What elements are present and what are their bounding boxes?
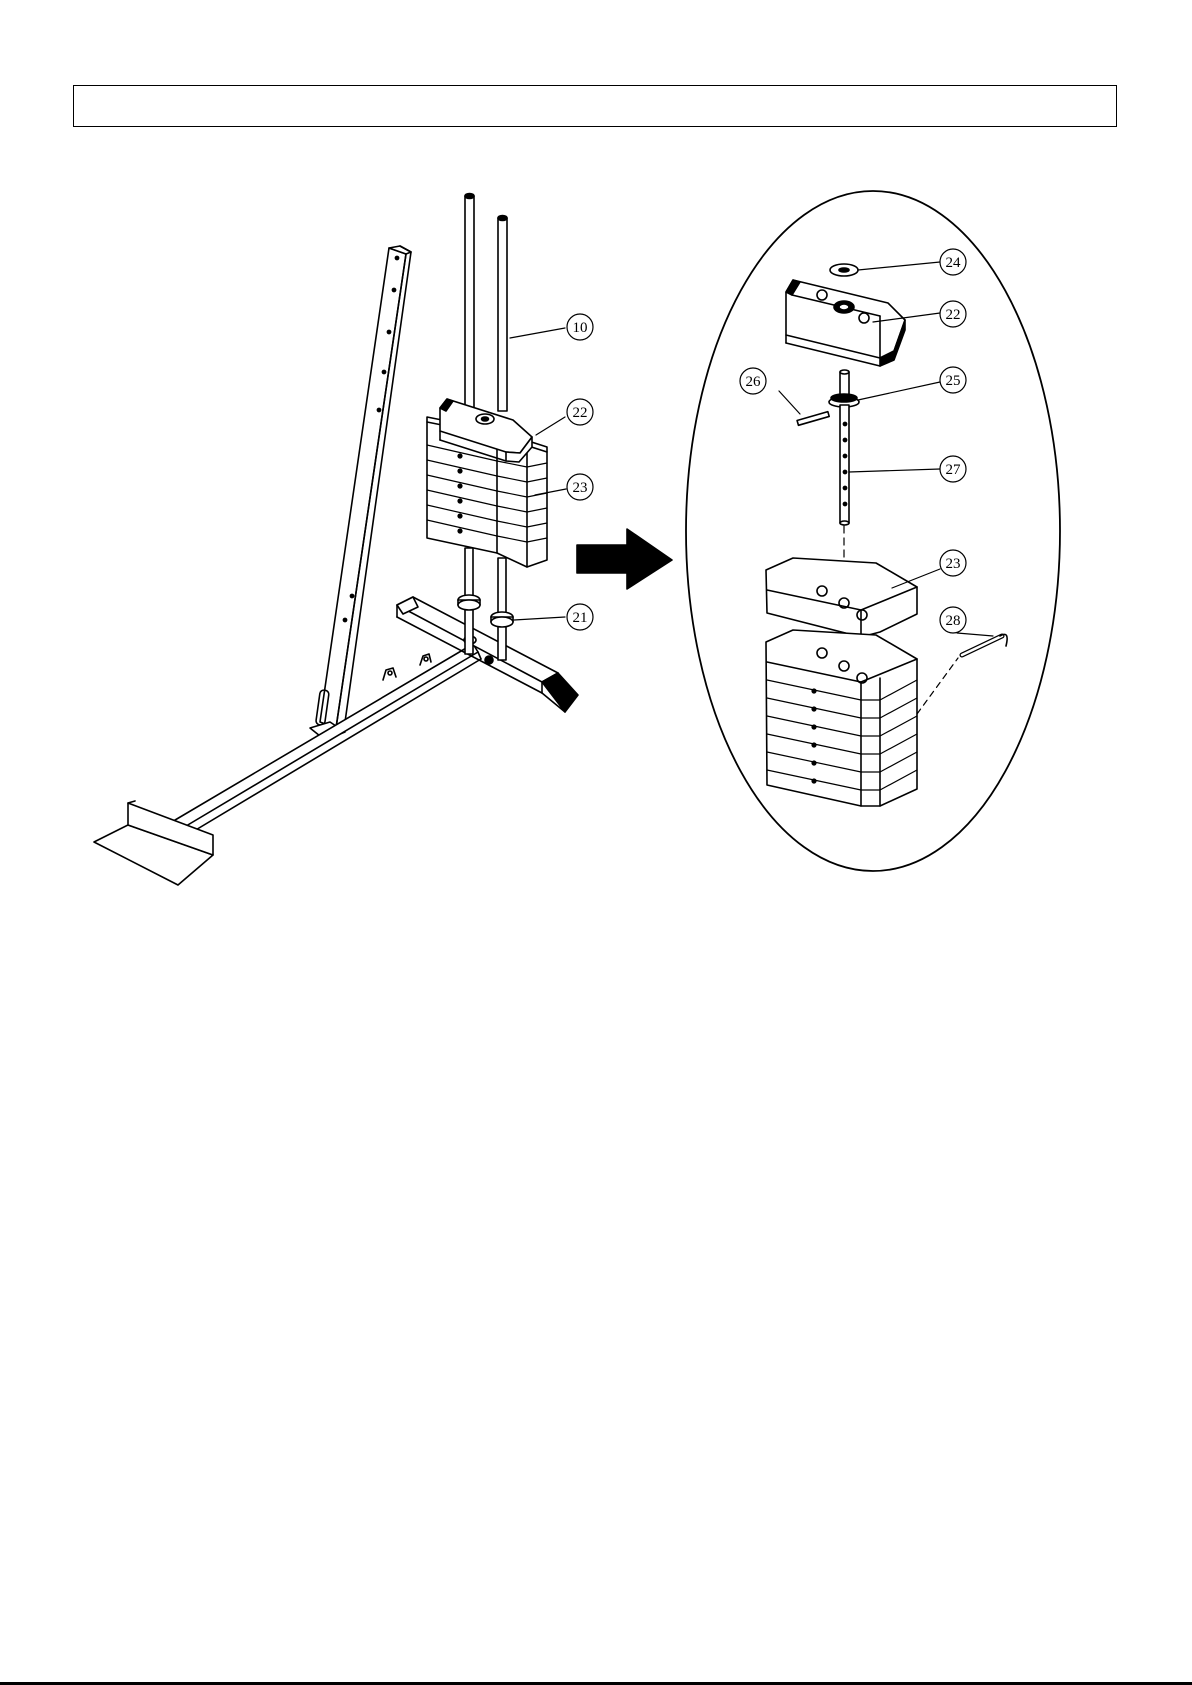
direction-arrow [577,529,672,589]
base-cross-beam [397,597,578,712]
callout-25: 25 [946,373,961,389]
roll-pin-26 [797,412,829,426]
weight-stack-right [766,630,917,806]
selector-rod-27 [829,370,859,525]
callout-24: 24 [946,255,962,271]
callout-23a: 23 [573,480,588,496]
selector-pin-28 [917,634,1007,714]
callout-21: 21 [573,610,588,626]
top-plate-right [786,280,905,366]
callout-10: 10 [573,320,588,336]
base-long-beam [170,644,481,840]
callout-22b: 22 [946,307,961,323]
callout-27: 27 [946,462,962,478]
callout-26: 26 [746,374,762,390]
upright-post [310,246,411,740]
single-weight-plate-23 [766,558,917,637]
washer-24 [830,264,858,276]
callout-22a: 22 [573,405,588,421]
callout-23b: 23 [946,556,961,572]
callout-28: 28 [946,613,961,629]
